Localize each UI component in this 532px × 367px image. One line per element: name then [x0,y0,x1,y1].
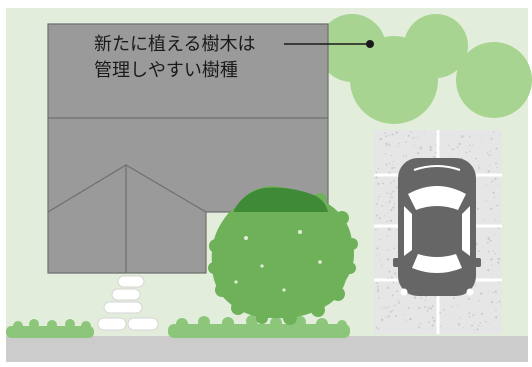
callout-label: 新たに植える樹木は 管理しやすい樹種 [94,32,284,84]
callout-marker-dot [366,40,374,48]
background-trees [318,14,532,124]
callout-line-2: 管理しやすい樹種 [94,60,238,81]
road-strip [6,336,528,362]
parked-car [393,158,481,296]
callout-line-1: 新たに植える樹木は [94,34,256,55]
hedge-left [6,319,94,338]
hedge-middle [168,315,350,338]
stepping-stones [97,275,159,331]
garden-tree [208,186,358,325]
